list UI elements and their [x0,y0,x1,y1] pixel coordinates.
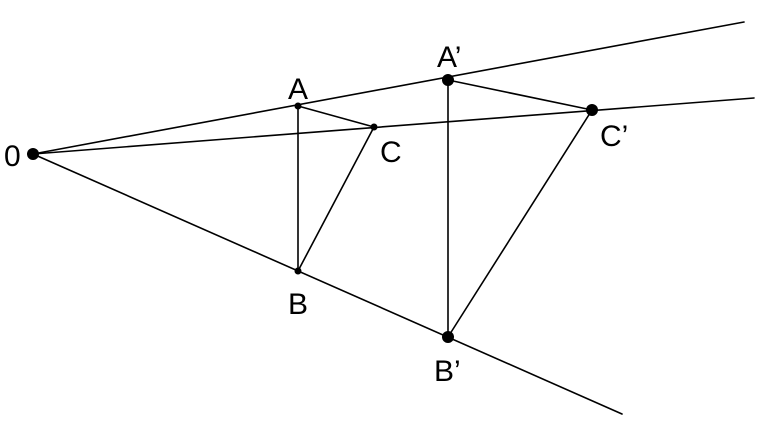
label-c-prime: C’ [600,120,628,153]
ray-through-c [32,97,755,155]
segment-b-prime-c-prime [447,109,593,338]
point-c [370,123,378,131]
label-center: 0 [4,140,21,173]
label-b-prime: B’ [434,355,461,388]
point-a-prime [442,74,454,86]
segment-bc [297,126,375,272]
ray-through-a [32,21,745,155]
ray-through-b [32,153,623,415]
label-a-prime: A’ [437,41,461,74]
center-point [27,148,39,160]
point-b [294,267,302,275]
label-a: A [288,73,308,106]
label-c: C [380,136,402,169]
point-c-prime [586,104,598,116]
segment-ac [297,105,375,128]
label-b: B [288,288,308,321]
point-a [294,102,302,110]
point-b-prime [442,331,454,343]
segment-a-prime-c-prime [447,79,593,111]
